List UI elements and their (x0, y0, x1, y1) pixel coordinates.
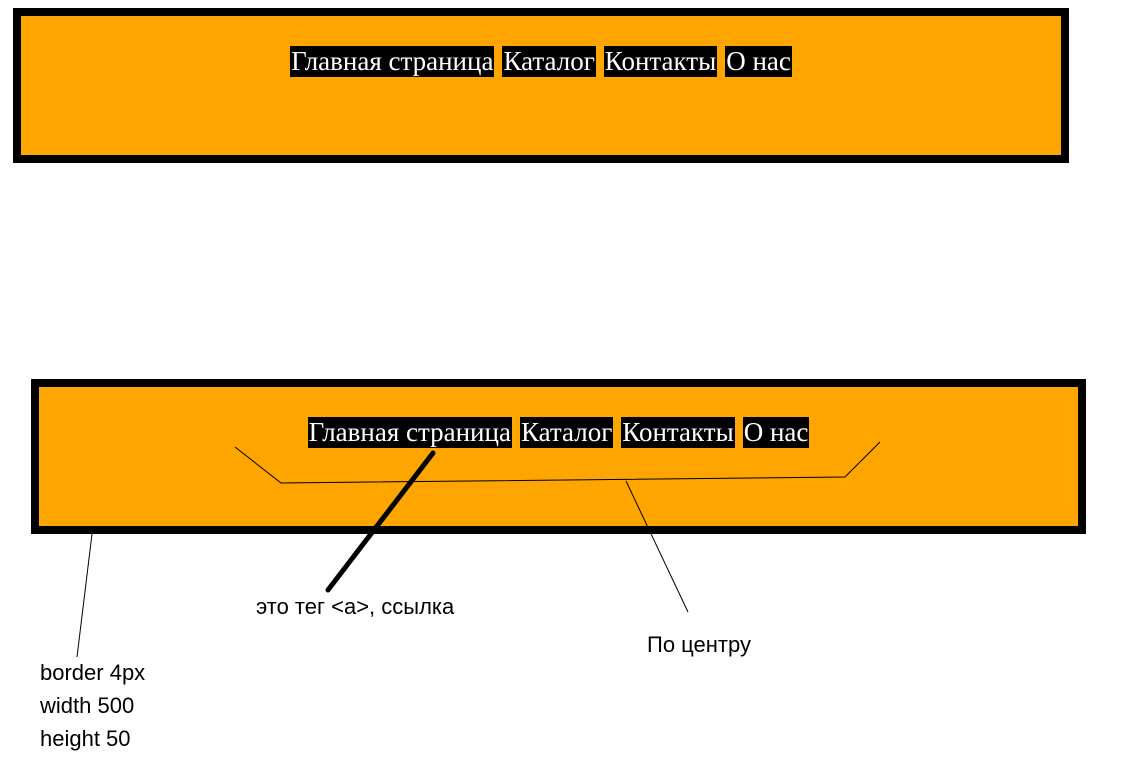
top-link-home[interactable]: Главная страница (290, 46, 495, 77)
dimensions-note: border 4px width 500 height 50 (40, 656, 145, 755)
dims-width-line: width 500 (40, 693, 135, 718)
bottom-menu-links: Главная страница Каталог Контакты О нас (39, 417, 1078, 448)
bottom-link-home[interactable]: Главная страница (307, 417, 512, 448)
top-menu-box: Главная страница Каталог Контакты О нас (13, 8, 1069, 163)
bottom-menu-box: Главная страница Каталог Контакты О нас (31, 379, 1086, 534)
dims-border-line: border 4px (40, 660, 146, 685)
top-link-contacts[interactable]: Контакты (603, 46, 718, 77)
bottom-link-about[interactable]: О нас (742, 417, 810, 448)
link-tag-note: это тег <a>, ссылка (256, 594, 455, 619)
dims-height-line: height 50 (40, 726, 131, 751)
top-link-catalog[interactable]: Каталог (502, 46, 596, 77)
bottom-link-contacts[interactable]: Контакты (621, 417, 735, 448)
bottom-link-catalog[interactable]: Каталог (519, 417, 614, 448)
top-link-about[interactable]: О нас (725, 46, 792, 77)
top-menu-links: Главная страница Каталог Контакты О нас (21, 46, 1061, 77)
dims-pointer-line (76, 533, 93, 658)
center-note: По центру (647, 632, 751, 657)
